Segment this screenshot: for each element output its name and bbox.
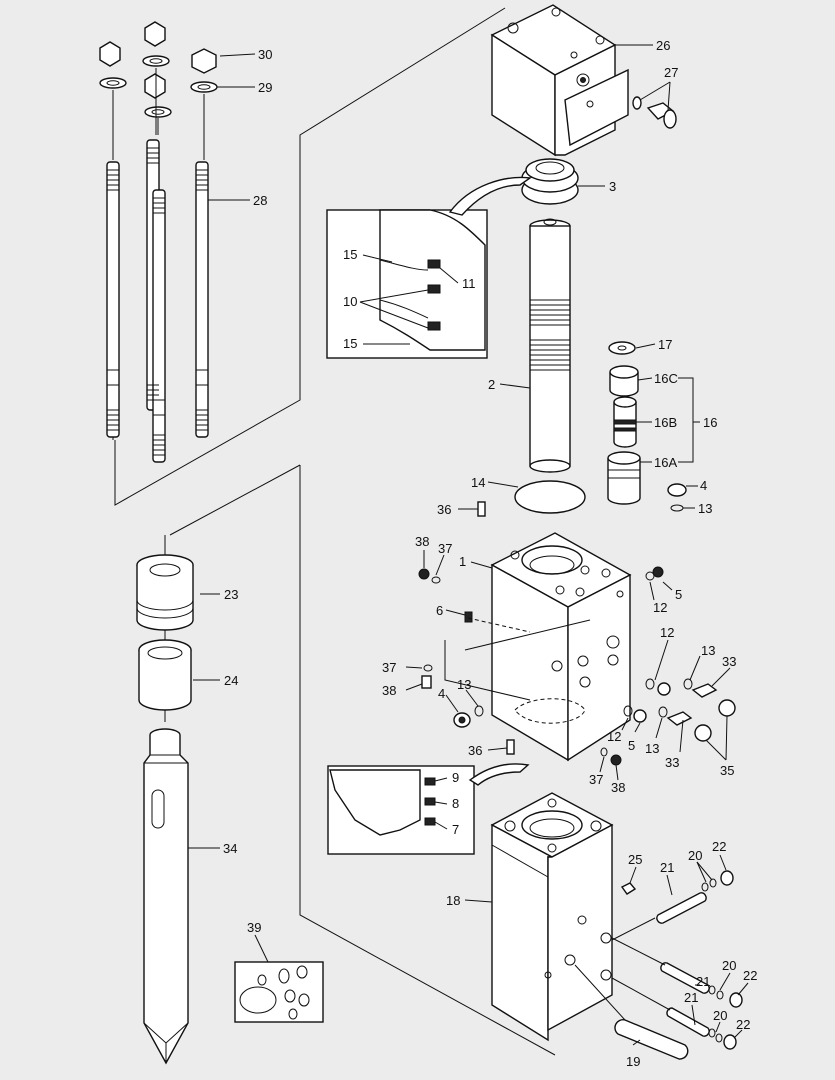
tie-rod-28 bbox=[106, 139, 209, 463]
detail-arrow-upper bbox=[448, 176, 532, 216]
callout-12-lower: 12 bbox=[607, 729, 621, 744]
callout-4-left: 4 bbox=[438, 686, 445, 701]
callout-38-upper: 38 bbox=[415, 534, 429, 549]
detail-arrow-lower bbox=[468, 763, 530, 786]
callout-13-lower: 13 bbox=[645, 741, 659, 756]
callout-1: 1 bbox=[459, 554, 466, 569]
nut-30-group bbox=[99, 21, 217, 99]
callout-29: 29 bbox=[258, 80, 272, 95]
callout-19: 19 bbox=[626, 1054, 640, 1069]
plug-4-top bbox=[667, 483, 687, 497]
callout-23: 23 bbox=[224, 587, 238, 602]
callout-11: 11 bbox=[462, 276, 476, 291]
pin-36-lower bbox=[506, 739, 515, 755]
callout-17: 17 bbox=[658, 337, 672, 352]
seal-3 bbox=[521, 158, 579, 205]
callout-2: 2 bbox=[488, 377, 495, 392]
retainer-pins-21 bbox=[574, 870, 743, 1060]
callout-10: 10 bbox=[343, 294, 357, 309]
callout-3: 3 bbox=[609, 179, 616, 194]
callout-38-mid: 38 bbox=[382, 683, 396, 698]
callout-13-top: 13 bbox=[698, 501, 712, 516]
side-fittings bbox=[418, 566, 736, 766]
callout-34: 34 bbox=[223, 841, 237, 856]
callout-33-lower: 33 bbox=[665, 755, 679, 770]
callout-labels: 30 29 28 26 27 3 15 11 10 15 2 17 16C 16… bbox=[223, 38, 757, 1069]
piston-2 bbox=[529, 218, 571, 473]
callout-4-top: 4 bbox=[700, 478, 707, 493]
callout-21-mid: 21 bbox=[696, 974, 710, 989]
callout-36-lower: 36 bbox=[468, 743, 482, 758]
callout-16A: 16A bbox=[654, 455, 677, 470]
callout-25: 25 bbox=[628, 852, 642, 867]
valve-assembly-16 bbox=[607, 341, 641, 505]
callout-5-lower: 5 bbox=[628, 738, 635, 753]
callout-12-mid: 12 bbox=[660, 625, 674, 640]
callout-13-mid: 13 bbox=[701, 643, 715, 658]
callout-39: 39 bbox=[247, 920, 261, 935]
callout-35: 35 bbox=[720, 763, 734, 778]
chisel-34 bbox=[143, 728, 189, 1065]
callout-9: 9 bbox=[452, 770, 459, 785]
valve-plug-27 bbox=[632, 96, 677, 129]
callout-5-upper: 5 bbox=[675, 587, 682, 602]
cylinder-body-1 bbox=[490, 532, 632, 762]
callout-18: 18 bbox=[446, 893, 460, 908]
callout-16C: 16C bbox=[654, 371, 678, 386]
callout-15-lower: 15 bbox=[343, 336, 357, 351]
callout-13-left: 13 bbox=[457, 677, 471, 692]
callout-16: 16 bbox=[703, 415, 717, 430]
front-bushings bbox=[136, 535, 194, 722]
explosion-frame-lines bbox=[114, 7, 556, 1056]
front-head-18 bbox=[490, 792, 614, 1042]
callout-27: 27 bbox=[664, 65, 678, 80]
grease-fitting-25 bbox=[620, 882, 637, 895]
callout-37-upper: 37 bbox=[438, 541, 452, 556]
callout-37-lower: 37 bbox=[589, 772, 603, 787]
callout-15-upper: 15 bbox=[343, 247, 357, 262]
callout-20-lower: 20 bbox=[713, 1008, 727, 1023]
callout-36-upper: 36 bbox=[437, 502, 451, 517]
back-head-26 bbox=[490, 4, 629, 157]
callout-7: 7 bbox=[452, 822, 459, 837]
callout-16B: 16B bbox=[654, 415, 677, 430]
callout-22-lower: 22 bbox=[736, 1017, 750, 1032]
callout-14: 14 bbox=[471, 475, 485, 490]
callout-20-mid: 20 bbox=[722, 958, 736, 973]
leader-lines bbox=[188, 44, 749, 1046]
callout-8: 8 bbox=[452, 796, 459, 811]
o-ring-14 bbox=[514, 480, 586, 514]
callout-20-top: 20 bbox=[688, 848, 702, 863]
pin-36-upper bbox=[477, 501, 486, 517]
callout-28: 28 bbox=[253, 193, 267, 208]
callout-30: 30 bbox=[258, 47, 272, 62]
callout-26: 26 bbox=[656, 38, 670, 53]
callout-6: 6 bbox=[436, 603, 443, 618]
callout-33-upper: 33 bbox=[722, 654, 736, 669]
callout-21-lower: 21 bbox=[684, 990, 698, 1005]
callout-37-mid: 37 bbox=[382, 660, 396, 675]
callout-22-mid: 22 bbox=[743, 968, 757, 983]
seal-detail-inset-lower bbox=[327, 765, 475, 855]
seal-detail-inset bbox=[326, 209, 488, 359]
callout-21-top: 21 bbox=[660, 860, 674, 875]
seal-kit-39 bbox=[234, 961, 324, 1023]
callout-12-upper: 12 bbox=[653, 600, 667, 615]
callout-38-lower: 38 bbox=[611, 780, 625, 795]
callout-24: 24 bbox=[224, 673, 238, 688]
tie-rod-assembly bbox=[99, 21, 218, 463]
callout-22-top: 22 bbox=[712, 839, 726, 854]
